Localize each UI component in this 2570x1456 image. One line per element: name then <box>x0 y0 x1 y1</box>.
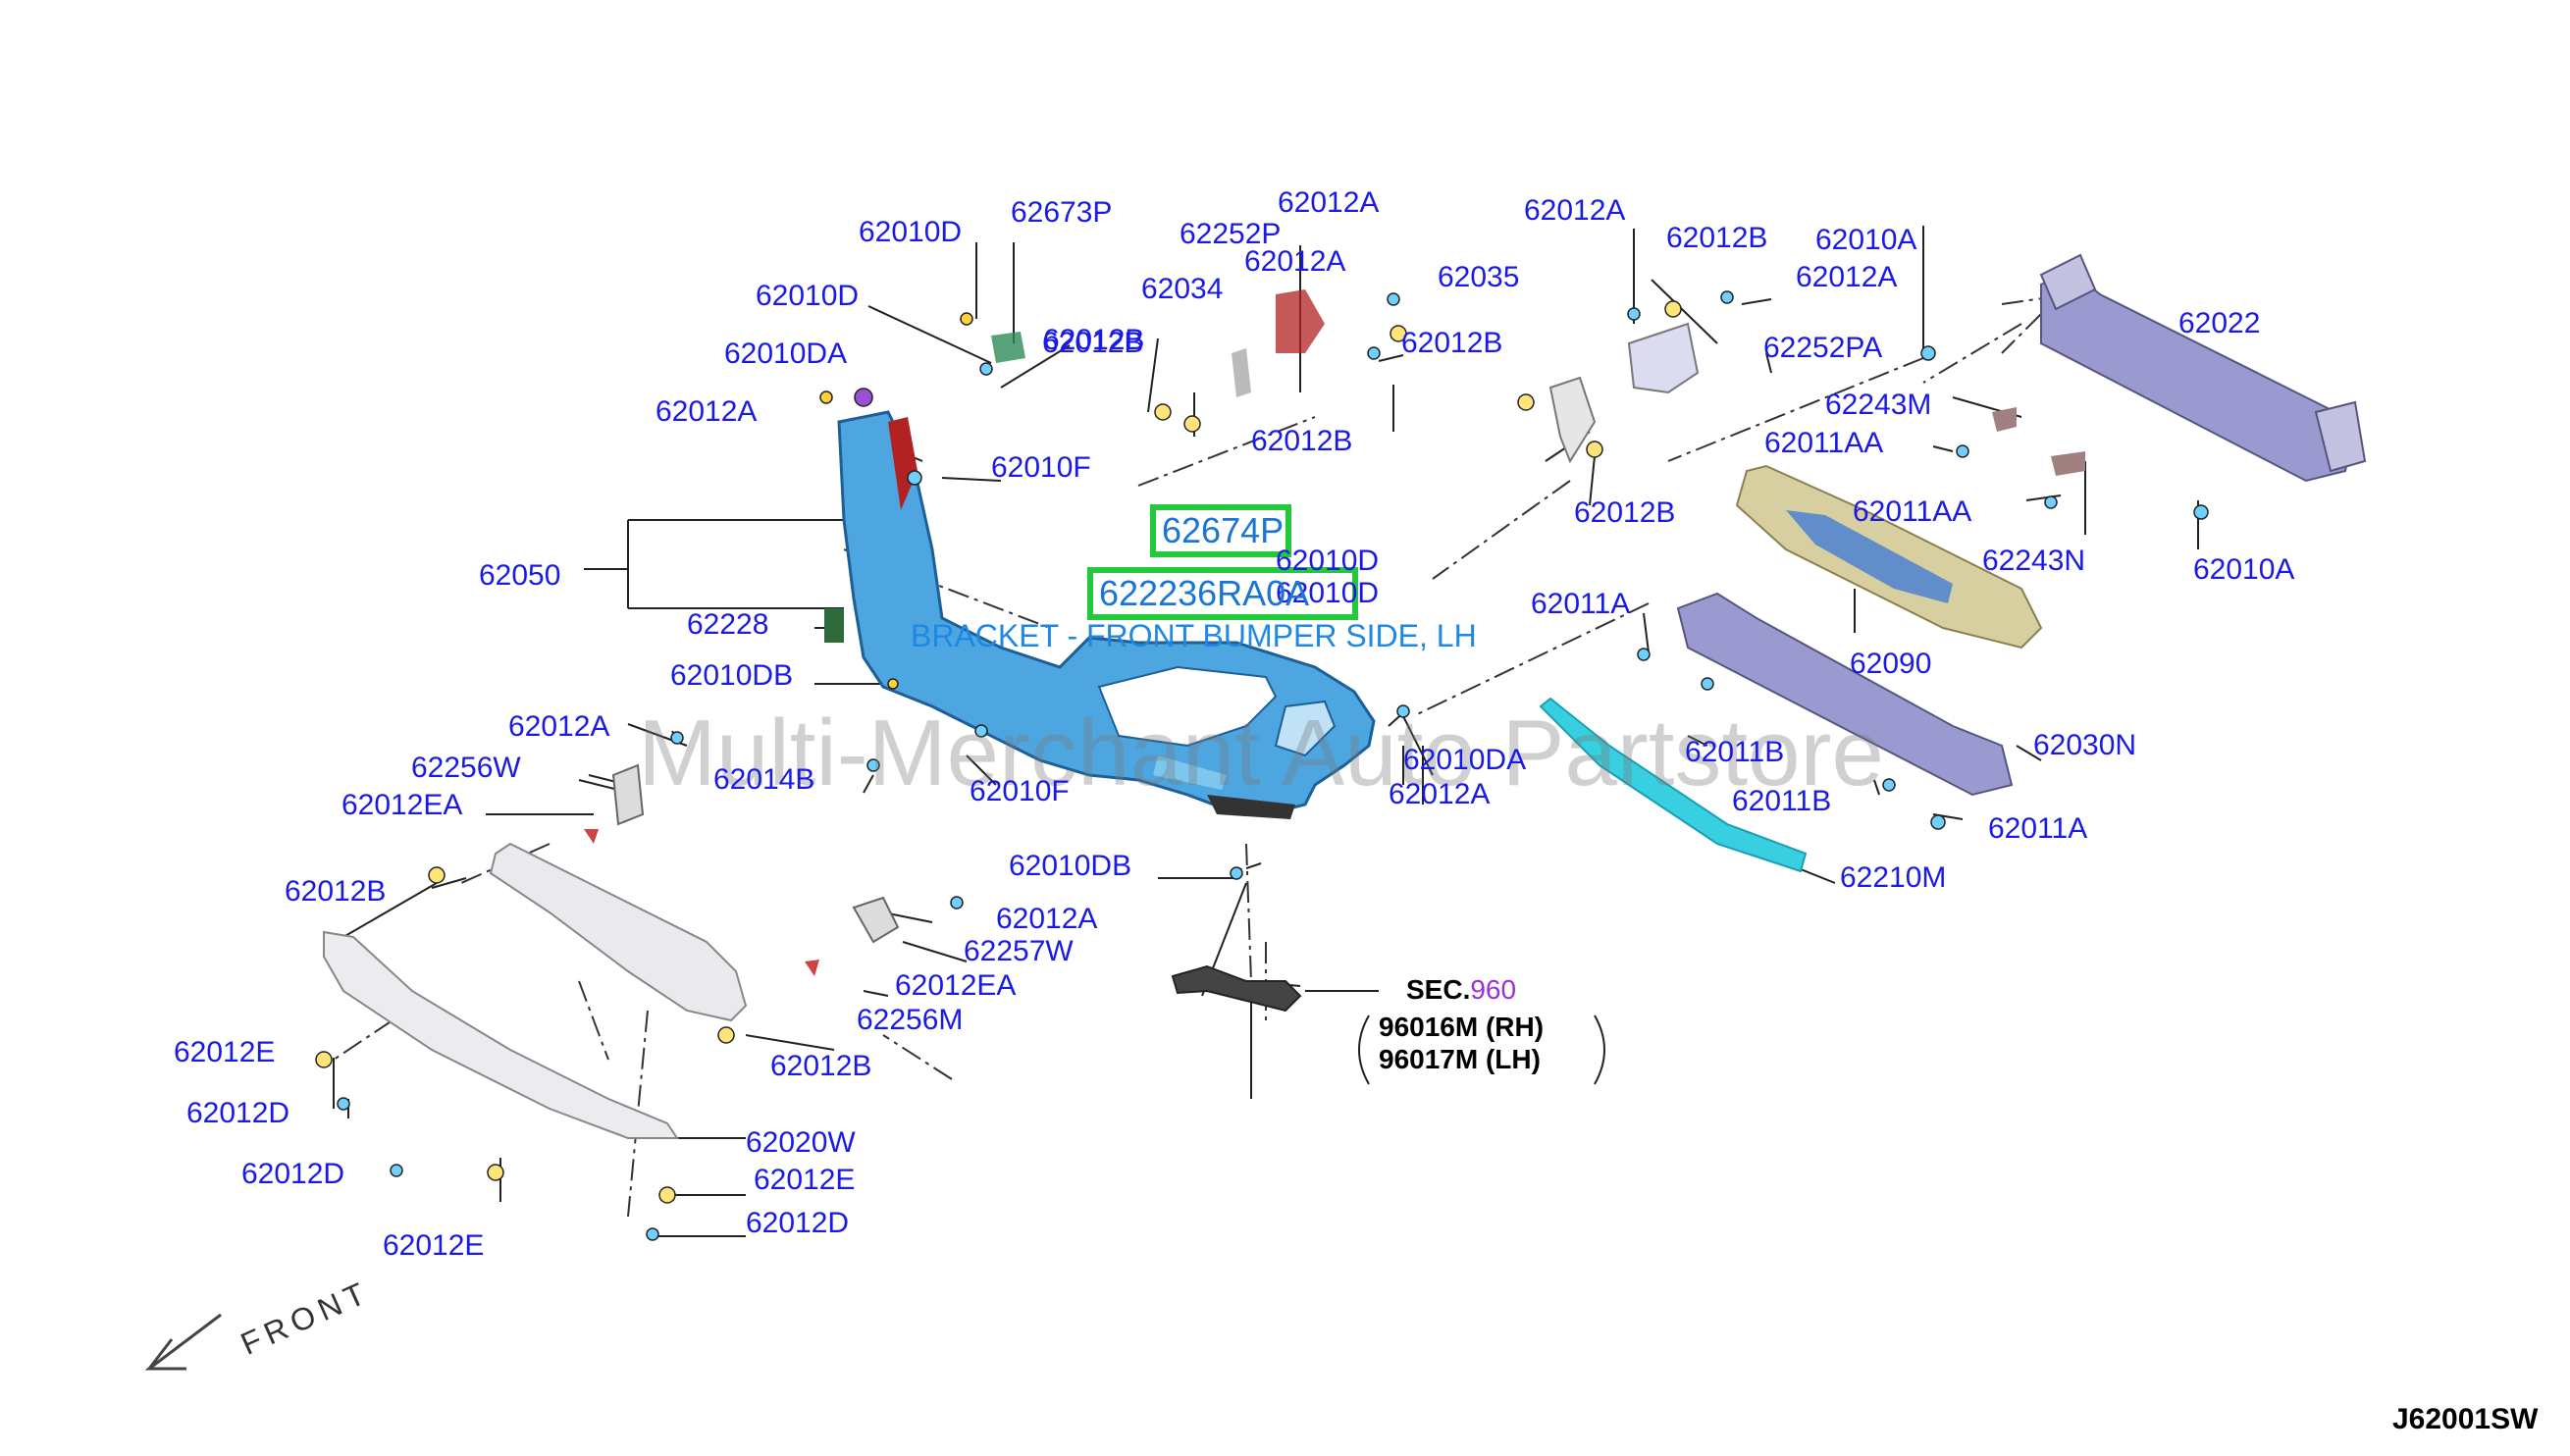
part-label[interactable]: 62010D <box>756 280 860 312</box>
part-label[interactable]: 62012A <box>1524 194 1626 227</box>
highlight-box-62674P <box>1150 504 1291 557</box>
drawing-code: J62001SW <box>2392 1403 2539 1435</box>
part-label[interactable]: 62011B <box>1685 736 1785 768</box>
part-label[interactable]: 62030N <box>2033 729 2137 761</box>
lower-spoiler <box>323 930 679 1139</box>
part-label[interactable]: 62012A <box>996 903 1098 935</box>
part-label[interactable]: 62012B <box>285 875 387 908</box>
part-label[interactable]: 62012D <box>186 1097 290 1129</box>
part-label[interactable]: 62012B <box>1251 425 1353 457</box>
part-label[interactable]: 62010DA <box>1403 744 1527 776</box>
sec-bracket-left <box>1358 1014 1370 1085</box>
part-label[interactable]: 62011A <box>1531 588 1631 620</box>
part-label[interactable]: 62012A <box>656 395 758 428</box>
part-label[interactable]: 62252P <box>1180 218 1282 250</box>
bracket-62673P <box>991 332 1025 363</box>
part-label[interactable]: 62012A <box>1389 778 1491 810</box>
highlighted-part-622236RA0A[interactable]: 622236RA0A <box>1099 573 1310 613</box>
part-label[interactable]: 62012B <box>1666 222 1768 254</box>
part-label[interactable]: 62012A <box>508 710 610 743</box>
part-label[interactable]: 62252PA <box>1763 332 1883 364</box>
part-label[interactable]: 62012B <box>1043 324 1145 356</box>
part-label[interactable]: 62011B <box>1732 785 1832 817</box>
part-label[interactable]: 62243M <box>1825 389 1932 421</box>
part-label[interactable]: 62012B <box>1574 496 1676 529</box>
part-label[interactable]: 62022 <box>2178 307 2261 339</box>
side-bracket-parts <box>584 763 900 976</box>
energy-absorber <box>1735 464 2043 650</box>
part-label[interactable]: 62010A <box>2193 553 2295 586</box>
part-label[interactable]: 62012E <box>383 1229 485 1262</box>
part-label[interactable]: 62012A <box>1278 186 1380 219</box>
part-label[interactable]: 62012A <box>1796 261 1898 293</box>
part-label[interactable]: 62010A <box>1815 224 1917 256</box>
part-label[interactable]: 62012B <box>770 1050 872 1082</box>
part-label[interactable]: 62010F <box>970 775 1070 807</box>
part-label[interactable]: 62012EA <box>341 789 463 821</box>
part-label[interactable]: 62010DB <box>1009 850 1132 882</box>
highlighted-part-62674P[interactable]: 62674P <box>1162 510 1285 550</box>
bracket-62252P <box>1232 289 1325 397</box>
part-label[interactable]: 62210M <box>1840 861 1947 894</box>
part-label[interactable]: 62012B <box>1042 327 1144 359</box>
part-label[interactable]: 62673P <box>1011 196 1113 229</box>
part-label[interactable]: 62012A <box>1244 245 1346 278</box>
part-label[interactable]: 62035 <box>1438 261 1520 293</box>
part-label[interactable]: 62010DB <box>670 659 794 692</box>
part-label[interactable]: 62050 <box>479 559 561 592</box>
part-label[interactable]: 62012D <box>746 1207 850 1239</box>
bracket-62243N <box>2051 451 2085 476</box>
part-label[interactable]: 62010D <box>1276 577 1380 609</box>
part-label[interactable]: 62010D <box>859 216 963 248</box>
part-label[interactable]: 62010F <box>991 451 1091 484</box>
part-label[interactable]: 62243N <box>1982 545 2086 577</box>
part-caption: BRACKET - FRONT BUMPER SIDE, LH <box>911 618 1477 653</box>
part-label[interactable]: 62034 <box>1141 273 1224 305</box>
sec-bracket-right <box>1594 1014 1605 1085</box>
part-label[interactable]: 62012E <box>754 1164 856 1196</box>
part-label[interactable]: 62256M <box>857 1004 964 1036</box>
fasteners <box>315 290 2209 1241</box>
part-label[interactable]: 62011AA <box>1764 427 1884 459</box>
bracket-62252PA <box>1548 322 1700 464</box>
bracket-62228 <box>824 608 844 643</box>
reinforcement-62030N <box>1676 592 2014 797</box>
part-label[interactable]: 62011A <box>1988 812 2088 845</box>
part-label[interactable]: 62090 <box>1850 648 1932 680</box>
highlight-box-622236RA0A <box>1087 567 1358 620</box>
section-part-rh: 96016M (RH) <box>1379 1012 1545 1042</box>
part-label[interactable]: 62228 <box>687 608 769 641</box>
reinforcement-62022 <box>2039 253 2367 483</box>
part-label[interactable]: 62012EA <box>895 969 1017 1002</box>
part-label[interactable]: 62011AA <box>1853 495 1972 528</box>
part-label[interactable]: 62012D <box>241 1158 345 1190</box>
bumper-fascia <box>837 410 1376 819</box>
part-label[interactable]: 62010D <box>1276 545 1380 577</box>
part-label[interactable]: 62012B <box>1401 327 1503 359</box>
watermark: Multi-Merchant Auto Partstore <box>638 701 1884 806</box>
bracket-62243M <box>1992 407 2017 432</box>
section-reference[interactable]: SEC.960 <box>1406 976 1516 1004</box>
part-label[interactable]: 62012E <box>174 1036 276 1068</box>
part-label[interactable]: 62257W <box>964 935 1074 967</box>
section-part-lh: 96017M (LH) <box>1379 1044 1541 1074</box>
strip-62210M <box>1539 697 1808 873</box>
lower-reinforcement <box>489 842 748 1022</box>
part-label[interactable]: 62010DA <box>724 338 848 370</box>
part-label[interactable]: 62014B <box>713 763 815 796</box>
section-number: 960 <box>1470 974 1517 1005</box>
bracket-96016M <box>1171 964 1302 1013</box>
section-prefix: SEC. <box>1406 974 1471 1005</box>
part-label[interactable]: 62020W <box>746 1126 856 1159</box>
part-label[interactable]: 62256W <box>411 752 521 784</box>
front-arrow <box>144 1313 222 1371</box>
